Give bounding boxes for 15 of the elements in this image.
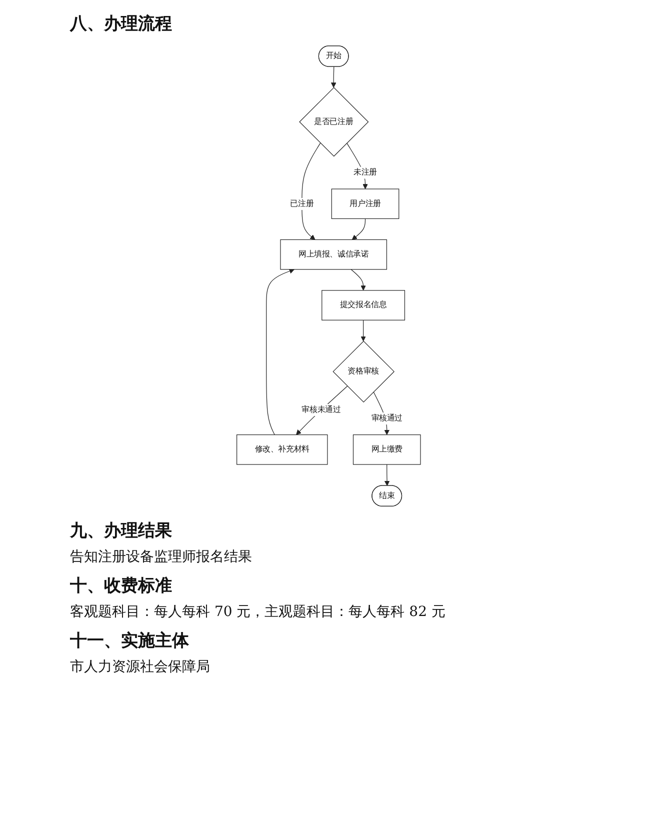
arrow [351, 269, 366, 291]
body-text: 市人力资源社会保障局 [70, 658, 211, 676]
arrow [384, 464, 390, 486]
body-text: 客观题科目：每人每科 70 元，主观题科目：每人每科 82 元 [70, 603, 446, 621]
arrow [352, 218, 366, 240]
section-heading: 八、办理流程 [70, 13, 173, 35]
arrow [266, 268, 295, 436]
section-heading: 十、收费标准 [70, 575, 173, 597]
arrow [296, 386, 348, 435]
arrow [361, 320, 366, 342]
body-text: 告知注册设备监理师报名结果 [70, 548, 253, 566]
arrow [331, 66, 337, 88]
arrow [302, 142, 322, 240]
section-heading: 十一、实施主体 [70, 630, 190, 652]
section-heading: 九、办理结果 [70, 520, 173, 542]
